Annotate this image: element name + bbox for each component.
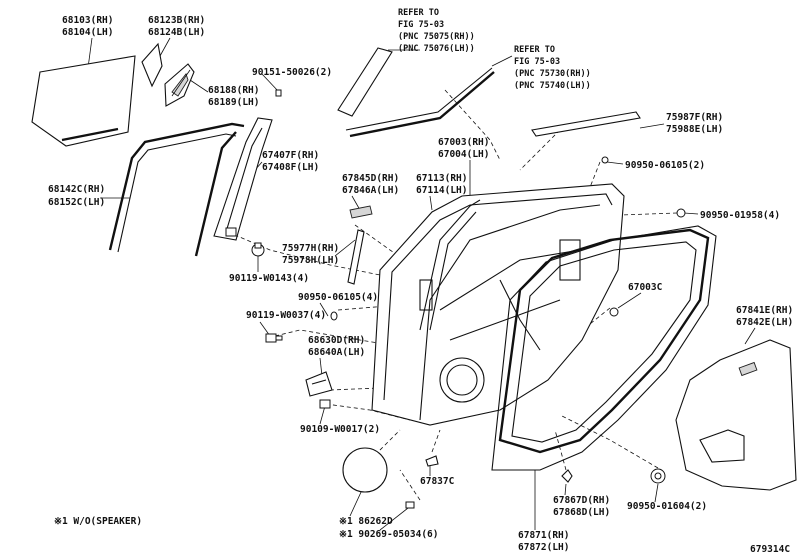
label-68152c: 68152C(LH) (48, 197, 105, 208)
refer1-line3: (PNC 75075(RH)) (398, 32, 475, 42)
label-68123b: 68123B(RH) (148, 15, 205, 26)
frame-67113 (419, 199, 481, 331)
label-90950-01604: 90950-01604(2) (627, 501, 707, 512)
label-68104: 68104(LH) (62, 27, 113, 38)
refer1-line1: REFER TO (398, 8, 439, 18)
moulding-75075 (337, 47, 393, 117)
label-75977h: 75977H(RH) (282, 243, 339, 254)
label-90119-w0037: 90119-W0037(4) (246, 310, 326, 321)
label-67407f: 67407F(RH) (262, 150, 319, 161)
leader-lines (87, 37, 756, 531)
footnote: ※1 W/O(SPEAKER) (54, 516, 142, 527)
label-67846a: 67846A(LH) (342, 185, 399, 196)
speaker-cover-86262d (342, 447, 388, 493)
label-67871: 67871(RH) (518, 530, 569, 541)
label-68124b: 68124B(LH) (148, 27, 205, 38)
refer2-line4: (PNC 75740(LH)) (514, 81, 591, 91)
label-67004: 67004(LH) (438, 149, 489, 160)
label-90950-01958: 90950-01958(4) (700, 210, 780, 221)
bolt-90119-w0143 (251, 242, 265, 257)
label-90109: 90109-W0017(2) (300, 424, 380, 435)
label-67408f: 67408F(LH) (262, 162, 319, 173)
service-hole-cover-67841e (675, 339, 797, 491)
hinge-67845d (349, 205, 373, 219)
refer2-line2: FIG 75-03 (514, 57, 560, 67)
label-75987f: 75987F(RH) (666, 112, 723, 123)
diagram-code: 679314C (750, 544, 790, 555)
label-67872: 67872(LH) (518, 542, 569, 553)
label-68142c: 68142C(RH) (48, 184, 105, 195)
label-90119-w0143: 90119-W0143(4) (229, 273, 309, 284)
door-glass-68103 (31, 55, 136, 147)
weatherstrip-75730 (345, 67, 495, 138)
label-90950-06105-4: 90950-06105(4) (298, 292, 378, 303)
label-67842e: 67842E(LH) (736, 317, 793, 328)
label-90269: ※1 90269-05034(6) (339, 529, 438, 540)
label-68103: 68103(RH) (62, 15, 113, 26)
label-67003c: 67003C (628, 282, 663, 293)
clip-67867d (561, 469, 573, 483)
label-67841e: 67841E(RH) (736, 305, 793, 316)
label-67867d: 67867D(RH) (553, 495, 610, 506)
screw-90269 (405, 501, 415, 509)
quarter-glass-68123b (141, 42, 163, 88)
clip-90950-06105-4 (330, 311, 338, 321)
spacer-90950-01958 (676, 208, 686, 218)
label-90950-06105-2: 90950-06105(2) (625, 160, 705, 171)
moulding-75987f (531, 111, 641, 137)
refer1-line2: FIG 75-03 (398, 20, 444, 30)
label-67113: 67113(RH) (416, 173, 467, 184)
refer1-line4: (PNC 75076(LH)) (398, 44, 475, 54)
quarter-frame-68188 (164, 63, 195, 107)
door-panel-67003 (371, 183, 625, 426)
label-86262d: ※1 86262D (339, 516, 393, 527)
label-67003: 67003(RH) (438, 137, 489, 148)
seal-75977h (347, 229, 365, 285)
refer2-line1: REFER TO (514, 45, 555, 55)
label-68640a: 68640A(LH) (308, 347, 365, 358)
bolt-90109-w0017 (319, 399, 331, 409)
grommet-90950-01604 (650, 468, 666, 484)
label-68630d: 68630D(RH) (308, 335, 365, 346)
run-channel-68142c (108, 122, 245, 257)
door-lock-68630d (305, 371, 333, 397)
label-90151: 90151-50026(2) (252, 67, 332, 78)
clip-67837c (425, 455, 439, 467)
label-75988e: 75988E(LH) (666, 124, 723, 135)
label-68189: 68189(LH) (208, 97, 259, 108)
label-67837c: 67837C (420, 476, 455, 487)
part-labels: 68103(RH) 68104(LH) 68123B(RH) 68124B(LH… (48, 8, 793, 555)
weatherstrip-67871 (491, 225, 717, 471)
bolt-90119-w0037 (265, 333, 283, 343)
clip-90950-06105 (601, 156, 609, 164)
label-67845d: 67845D(RH) (342, 173, 399, 184)
label-68188: 68188(RH) (208, 85, 259, 96)
clip-67003c (609, 307, 619, 317)
clip-90151 (275, 89, 282, 97)
division-bar-67407f (213, 117, 273, 241)
refer2-line3: (PNC 75730(RH)) (514, 69, 591, 79)
label-67114: 67114(LH) (416, 185, 467, 196)
label-67868d: 67868D(LH) (553, 507, 610, 518)
